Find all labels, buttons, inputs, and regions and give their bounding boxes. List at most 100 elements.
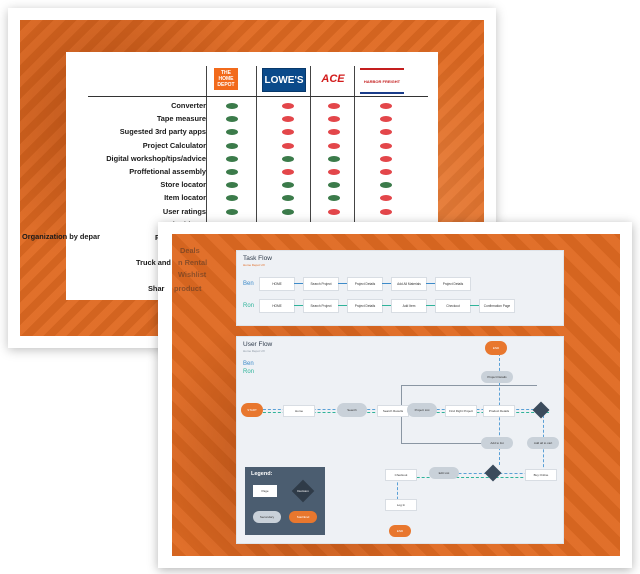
- feature-row: Proffetional assembly: [66, 166, 438, 179]
- feature-label: Project Calculator: [142, 140, 206, 150]
- ron-task-step: Project Details: [347, 299, 383, 313]
- ben-task-step: Project Details: [347, 277, 383, 291]
- product-label: product: [174, 284, 202, 293]
- legend-decision: Decision: [291, 479, 315, 503]
- flow-arrow: [338, 305, 347, 306]
- ron-task-step: Search Project: [303, 299, 339, 313]
- task-flow-title: Task Flow: [243, 255, 272, 262]
- feature-label: Proffetional assembly: [129, 166, 206, 176]
- green-status-dot: [226, 168, 238, 175]
- legend-page: Page: [253, 485, 277, 497]
- green-status-dot: [282, 195, 294, 202]
- feature-label: User ratings: [162, 206, 206, 216]
- green-status-dot: [282, 155, 294, 162]
- flow-arrow: [470, 305, 479, 306]
- checkout-decision-node: [484, 464, 502, 482]
- feature-row: Item locator: [66, 192, 438, 205]
- ben-task-step: Add All Materials: [391, 277, 427, 291]
- green-status-dot: [328, 155, 340, 162]
- deals-label: Deals: [180, 246, 200, 255]
- legend-secondary: Secondary: [253, 511, 281, 523]
- ben-lane-label: Ben: [243, 281, 254, 287]
- add-to-cart-node: Add all to cart: [527, 437, 559, 449]
- red-status-dot: [282, 116, 294, 123]
- connector-line: [401, 443, 501, 444]
- red-status-dot: [328, 129, 340, 136]
- search-results-node: Search Results: [377, 405, 409, 417]
- search-node: Search: [337, 403, 367, 417]
- red-status-dot: [328, 103, 340, 109]
- connector-line: [401, 385, 537, 386]
- log-in-node: Log In: [385, 499, 417, 511]
- red-status-dot: [282, 142, 294, 149]
- feature-row: Tape measure: [66, 113, 438, 126]
- red-status-dot: [380, 129, 392, 136]
- column-divider: [206, 66, 207, 252]
- red-status-dot: [282, 103, 294, 109]
- red-status-dot: [380, 155, 392, 162]
- login-flow-line: [397, 473, 398, 509]
- red-status-dot: [380, 195, 392, 202]
- feature-label: Store locator: [160, 180, 206, 190]
- feature-label: Sugested 3rd party apps: [119, 127, 206, 137]
- feature-row: Digital workshop/tips/advice: [66, 153, 438, 166]
- red-status-dot: [328, 208, 340, 215]
- green-status-dot: [226, 182, 238, 189]
- red-status-dot: [380, 103, 392, 109]
- buy-online-node: Buy Online: [525, 469, 557, 481]
- green-status-dot: [328, 182, 340, 189]
- end-node-top: END: [485, 341, 507, 355]
- feature-row: User ratings: [66, 206, 438, 219]
- rental-label: n Rental: [178, 258, 208, 267]
- green-status-dot: [226, 208, 238, 215]
- ron-task-step: HOME: [259, 299, 295, 313]
- user-flow-subtitle: Home Depot UX: [243, 349, 265, 353]
- ben-task-step: Search Project: [303, 277, 339, 291]
- green-status-dot: [380, 182, 392, 189]
- flow-arrow: [382, 305, 391, 306]
- green-status-dot: [226, 103, 238, 109]
- red-status-dot: [328, 142, 340, 149]
- column-divider: [354, 66, 355, 252]
- ben-task-step: HOME: [259, 277, 295, 291]
- ben-flow-label: Ben: [243, 361, 254, 367]
- share-label: Shar: [148, 284, 165, 293]
- end-node-bottom: END: [389, 525, 411, 537]
- flow-arrow: [426, 283, 435, 284]
- user-flow-panel: User Flow Home Depot UX Ben Ron START Ho…: [236, 336, 564, 544]
- green-status-dot: [328, 195, 340, 202]
- red-status-dot: [380, 142, 392, 149]
- green-status-dot: [226, 116, 238, 123]
- red-status-dot: [328, 168, 340, 175]
- start-node: START: [241, 403, 263, 417]
- ben-task-step: Project Details: [435, 277, 471, 291]
- user-flow-title: User Flow: [243, 341, 273, 348]
- feature-label: Item locator: [164, 193, 206, 203]
- red-status-dot: [282, 168, 294, 175]
- organization-label: Organization by depar: [22, 232, 101, 241]
- red-status-dot: [282, 129, 294, 136]
- add-to-list-node: Add to list: [481, 437, 513, 449]
- column-divider: [310, 66, 311, 252]
- flow-slide: Task Flow Home Depot UX Ben Ron HOME Sear…: [158, 222, 632, 568]
- flow-arrow: [294, 305, 303, 306]
- decision-node: [532, 401, 550, 419]
- green-status-dot: [226, 129, 238, 136]
- harbor-freight-logo: HARBOR FREIGHT: [360, 68, 404, 94]
- ron-task-step: Confirmation Page: [479, 299, 515, 313]
- red-status-dot: [328, 116, 340, 123]
- feature-label: Converter: [171, 101, 206, 110]
- flow-arrow: [382, 283, 391, 284]
- flow-arrow: [426, 305, 435, 306]
- task-flow-subtitle: Home Depot UX: [243, 263, 265, 267]
- checkout-flow-line: [397, 477, 543, 478]
- flow-legend: Legend: Page Decision Secondary Start/En…: [245, 467, 325, 535]
- flow-arrow: [338, 283, 347, 284]
- find-project-node: Find Right Project: [445, 405, 477, 417]
- lowes-logo: LOWE'S: [262, 68, 306, 92]
- red-status-dot: [380, 208, 392, 215]
- wishlist-label: Wishlist: [178, 270, 207, 279]
- legend-decision-label: Decision: [297, 489, 309, 493]
- ron-flow-label: Ron: [243, 369, 255, 375]
